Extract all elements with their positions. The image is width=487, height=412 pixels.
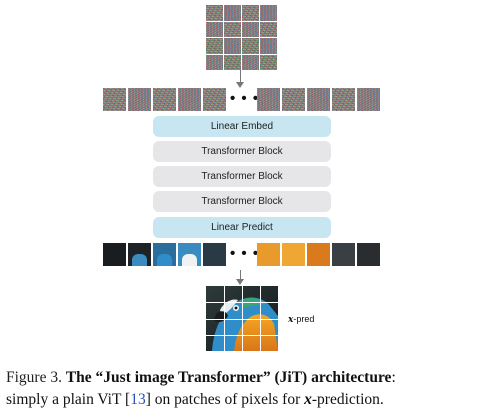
noisy-patch-token bbox=[128, 88, 151, 111]
noisy-patch bbox=[224, 5, 241, 21]
predicted-patch-token bbox=[332, 243, 355, 266]
caption-text-1: simply a plain ViT [ bbox=[6, 391, 131, 408]
caption-math-x: x bbox=[304, 391, 312, 408]
caption-colon: : bbox=[391, 369, 396, 386]
noisy-patch bbox=[224, 21, 241, 37]
noisy-patch bbox=[260, 38, 277, 54]
caption-text-2: ] on patches of pixels for bbox=[145, 391, 305, 408]
noisy-patch-token bbox=[153, 88, 176, 111]
noisy-patch-token bbox=[103, 88, 126, 111]
noisy-patch bbox=[206, 54, 223, 70]
x-pred-suffix: -pred bbox=[293, 314, 315, 324]
predicted-patch-token bbox=[257, 243, 280, 266]
noisy-patch bbox=[242, 21, 259, 37]
noisy-patch-token bbox=[203, 88, 226, 111]
patch-grid-line bbox=[260, 286, 261, 351]
transformer-block: Transformer Block bbox=[153, 191, 331, 212]
predicted-output-image bbox=[206, 286, 278, 351]
noisy-patch bbox=[224, 54, 241, 70]
linear-embed-block: Linear Embed bbox=[153, 116, 331, 137]
noisy-patch-token bbox=[178, 88, 201, 111]
caption-title: The “Just image Transformer” (JiT) archi… bbox=[65, 369, 392, 386]
patch-detail bbox=[132, 254, 147, 266]
noisy-patch bbox=[260, 54, 277, 70]
predicted-patch-token bbox=[357, 243, 380, 266]
noisy-patch-token bbox=[257, 88, 280, 111]
predicted-patch-token bbox=[203, 243, 226, 266]
figure-caption: Figure 3. The “Just image Transformer” (… bbox=[6, 367, 482, 411]
noisy-patch bbox=[260, 21, 277, 37]
noisy-patch bbox=[206, 38, 223, 54]
ellipsis: • • • bbox=[230, 245, 260, 262]
noisy-patch bbox=[260, 5, 277, 21]
x-pred-label: x-pred bbox=[288, 314, 314, 325]
caption-text-3: -prediction. bbox=[311, 391, 384, 408]
noisy-patch bbox=[206, 5, 223, 21]
noisy-patch bbox=[224, 38, 241, 54]
predicted-patch-token bbox=[307, 243, 330, 266]
noisy-patch bbox=[206, 21, 223, 37]
x-pred-var: x bbox=[288, 315, 294, 325]
noisy-patch-token bbox=[332, 88, 355, 111]
citation-link[interactable]: 13 bbox=[130, 391, 146, 408]
noisy-patch-token bbox=[282, 88, 305, 111]
noisy-patch bbox=[242, 38, 259, 54]
patch-grid-line bbox=[206, 318, 278, 320]
patch-detail bbox=[182, 254, 197, 266]
noisy-patch bbox=[242, 54, 259, 70]
predicted-patch-token bbox=[282, 243, 305, 266]
noisy-patch-token bbox=[307, 88, 330, 111]
transformer-block: Transformer Block bbox=[153, 166, 331, 187]
patch-detail bbox=[157, 254, 172, 266]
linear-predict-block: Linear Predict bbox=[153, 217, 331, 238]
figure-number: Figure 3. bbox=[6, 369, 62, 386]
noisy-input-image bbox=[206, 5, 277, 70]
ellipsis: • • • bbox=[230, 90, 260, 107]
noisy-patch-token bbox=[357, 88, 380, 111]
transformer-block: Transformer Block bbox=[153, 141, 331, 162]
predicted-patch-token bbox=[103, 243, 126, 266]
noisy-patch bbox=[242, 5, 259, 21]
patch-grid-line bbox=[206, 334, 278, 336]
